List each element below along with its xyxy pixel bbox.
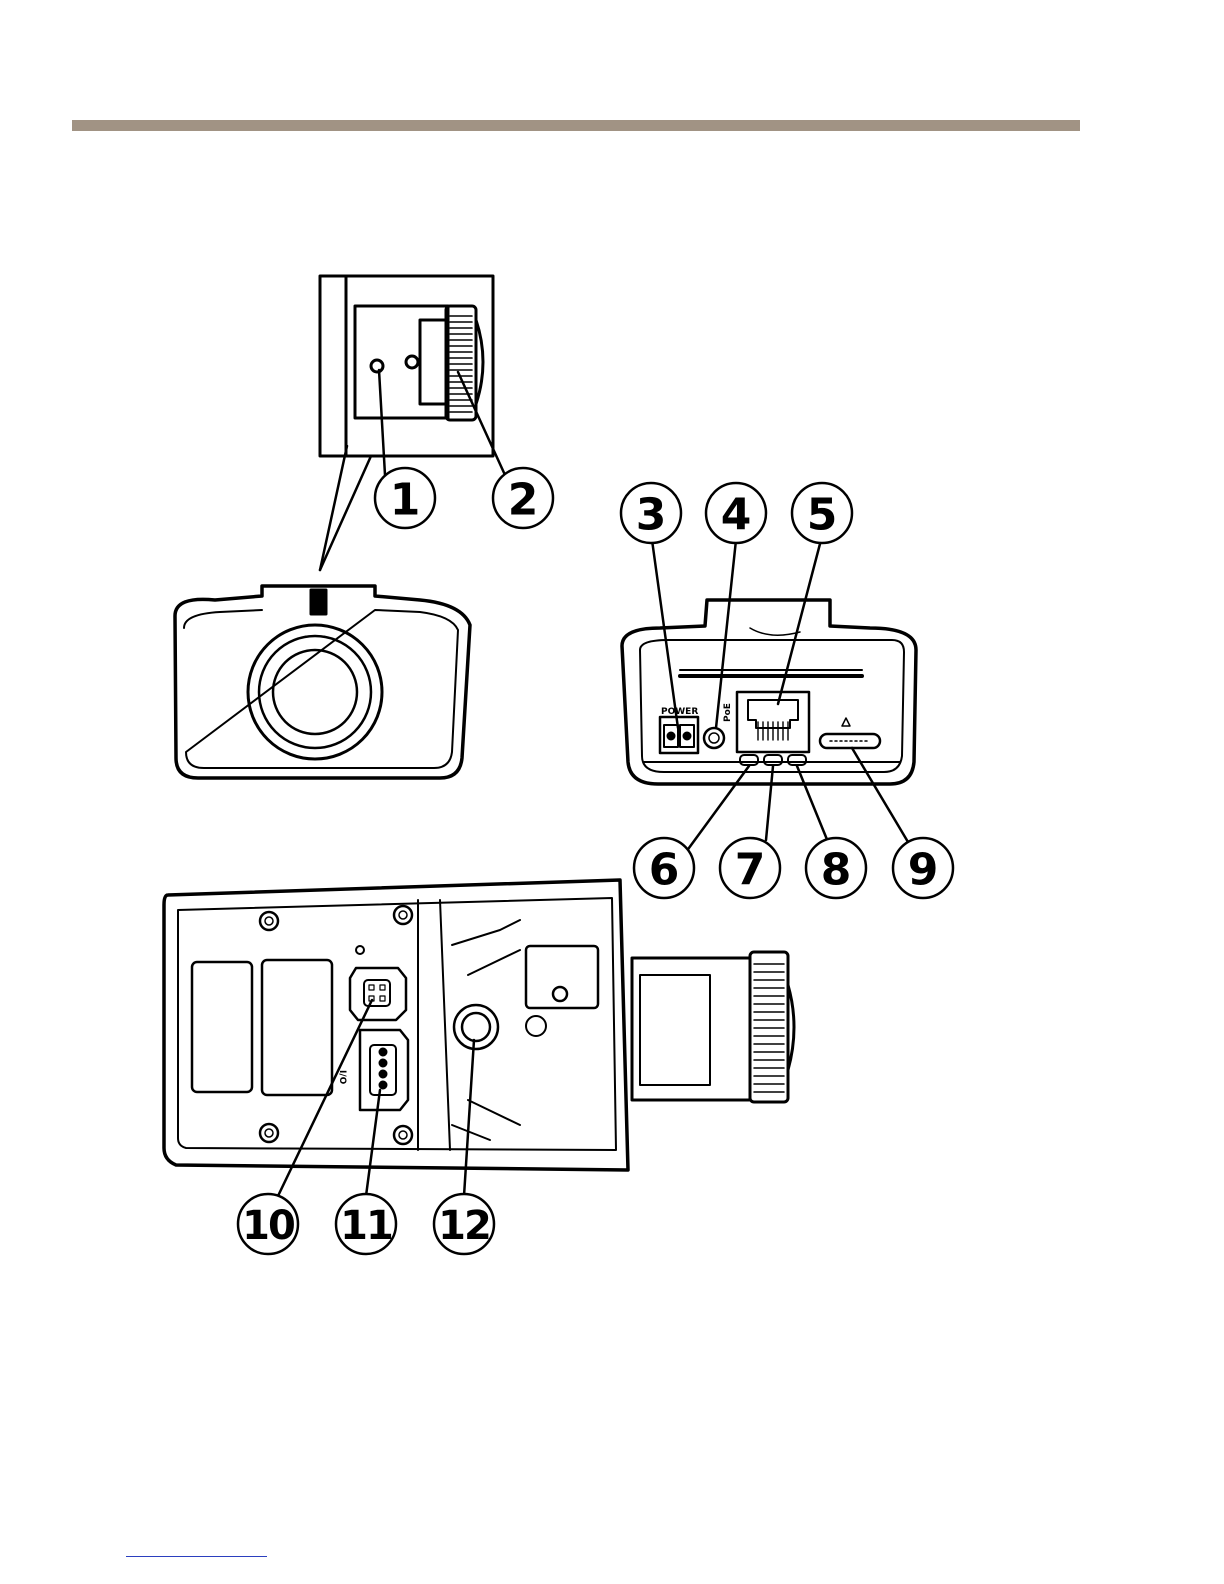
svg-text:4: 4 — [721, 490, 752, 541]
svg-text:3: 3 — [636, 490, 667, 541]
svg-text:2: 2 — [508, 475, 539, 526]
control-button — [704, 728, 724, 748]
callout-3: 3 — [621, 483, 681, 543]
callout-9: 9 — [893, 838, 953, 898]
callout-6: 6 — [634, 838, 694, 898]
power-connector: POWER — [660, 707, 698, 753]
callout-5: 5 — [792, 483, 852, 543]
led-indicator — [740, 755, 758, 765]
adjustment-screw-icon — [406, 356, 418, 368]
lens-detail-view — [320, 276, 493, 456]
poe-label: PoE — [723, 703, 733, 722]
sd-card-icon — [842, 718, 850, 726]
adjustment-screw-icon — [371, 360, 383, 372]
io-connector: I/O — [337, 1030, 408, 1110]
led-indicator — [788, 755, 806, 765]
callout-2: 2 — [493, 468, 553, 528]
svg-text:7: 7 — [735, 845, 766, 896]
svg-text:5: 5 — [807, 490, 838, 541]
screw-icon — [394, 1126, 412, 1144]
tripod-mount — [454, 1005, 498, 1049]
svg-text:9: 9 — [908, 845, 939, 896]
callout-11: 11 — [336, 1194, 396, 1254]
callout-4: 4 — [706, 483, 766, 543]
callout-1-leaders — [320, 370, 385, 570]
screw-icon — [260, 1124, 278, 1142]
camera-bottom-view: I/O — [164, 880, 794, 1170]
rear-view-leaders — [652, 540, 908, 852]
callout-1: 1 — [375, 468, 435, 528]
camera-front-view — [175, 586, 470, 778]
camera-rear-view: POWER PoE — [622, 600, 916, 784]
multi-connector — [350, 946, 406, 1020]
callout-7: 7 — [720, 838, 780, 898]
svg-text:11: 11 — [340, 1203, 392, 1249]
callout-12: 12 — [434, 1194, 494, 1254]
callout-8: 8 — [806, 838, 866, 898]
network-connector — [737, 692, 809, 752]
svg-text:6: 6 — [649, 845, 680, 896]
svg-text:1: 1 — [390, 475, 421, 526]
svg-text:10: 10 — [242, 1203, 294, 1249]
footer-link-underline[interactable] — [126, 1556, 267, 1557]
screw-icon — [260, 912, 278, 930]
callout-10: 10 — [238, 1194, 298, 1254]
power-label: POWER — [661, 707, 698, 717]
screw-icon — [394, 906, 412, 924]
led-indicator — [764, 755, 782, 765]
svg-text:8: 8 — [821, 845, 852, 896]
svg-text:12: 12 — [438, 1203, 490, 1249]
